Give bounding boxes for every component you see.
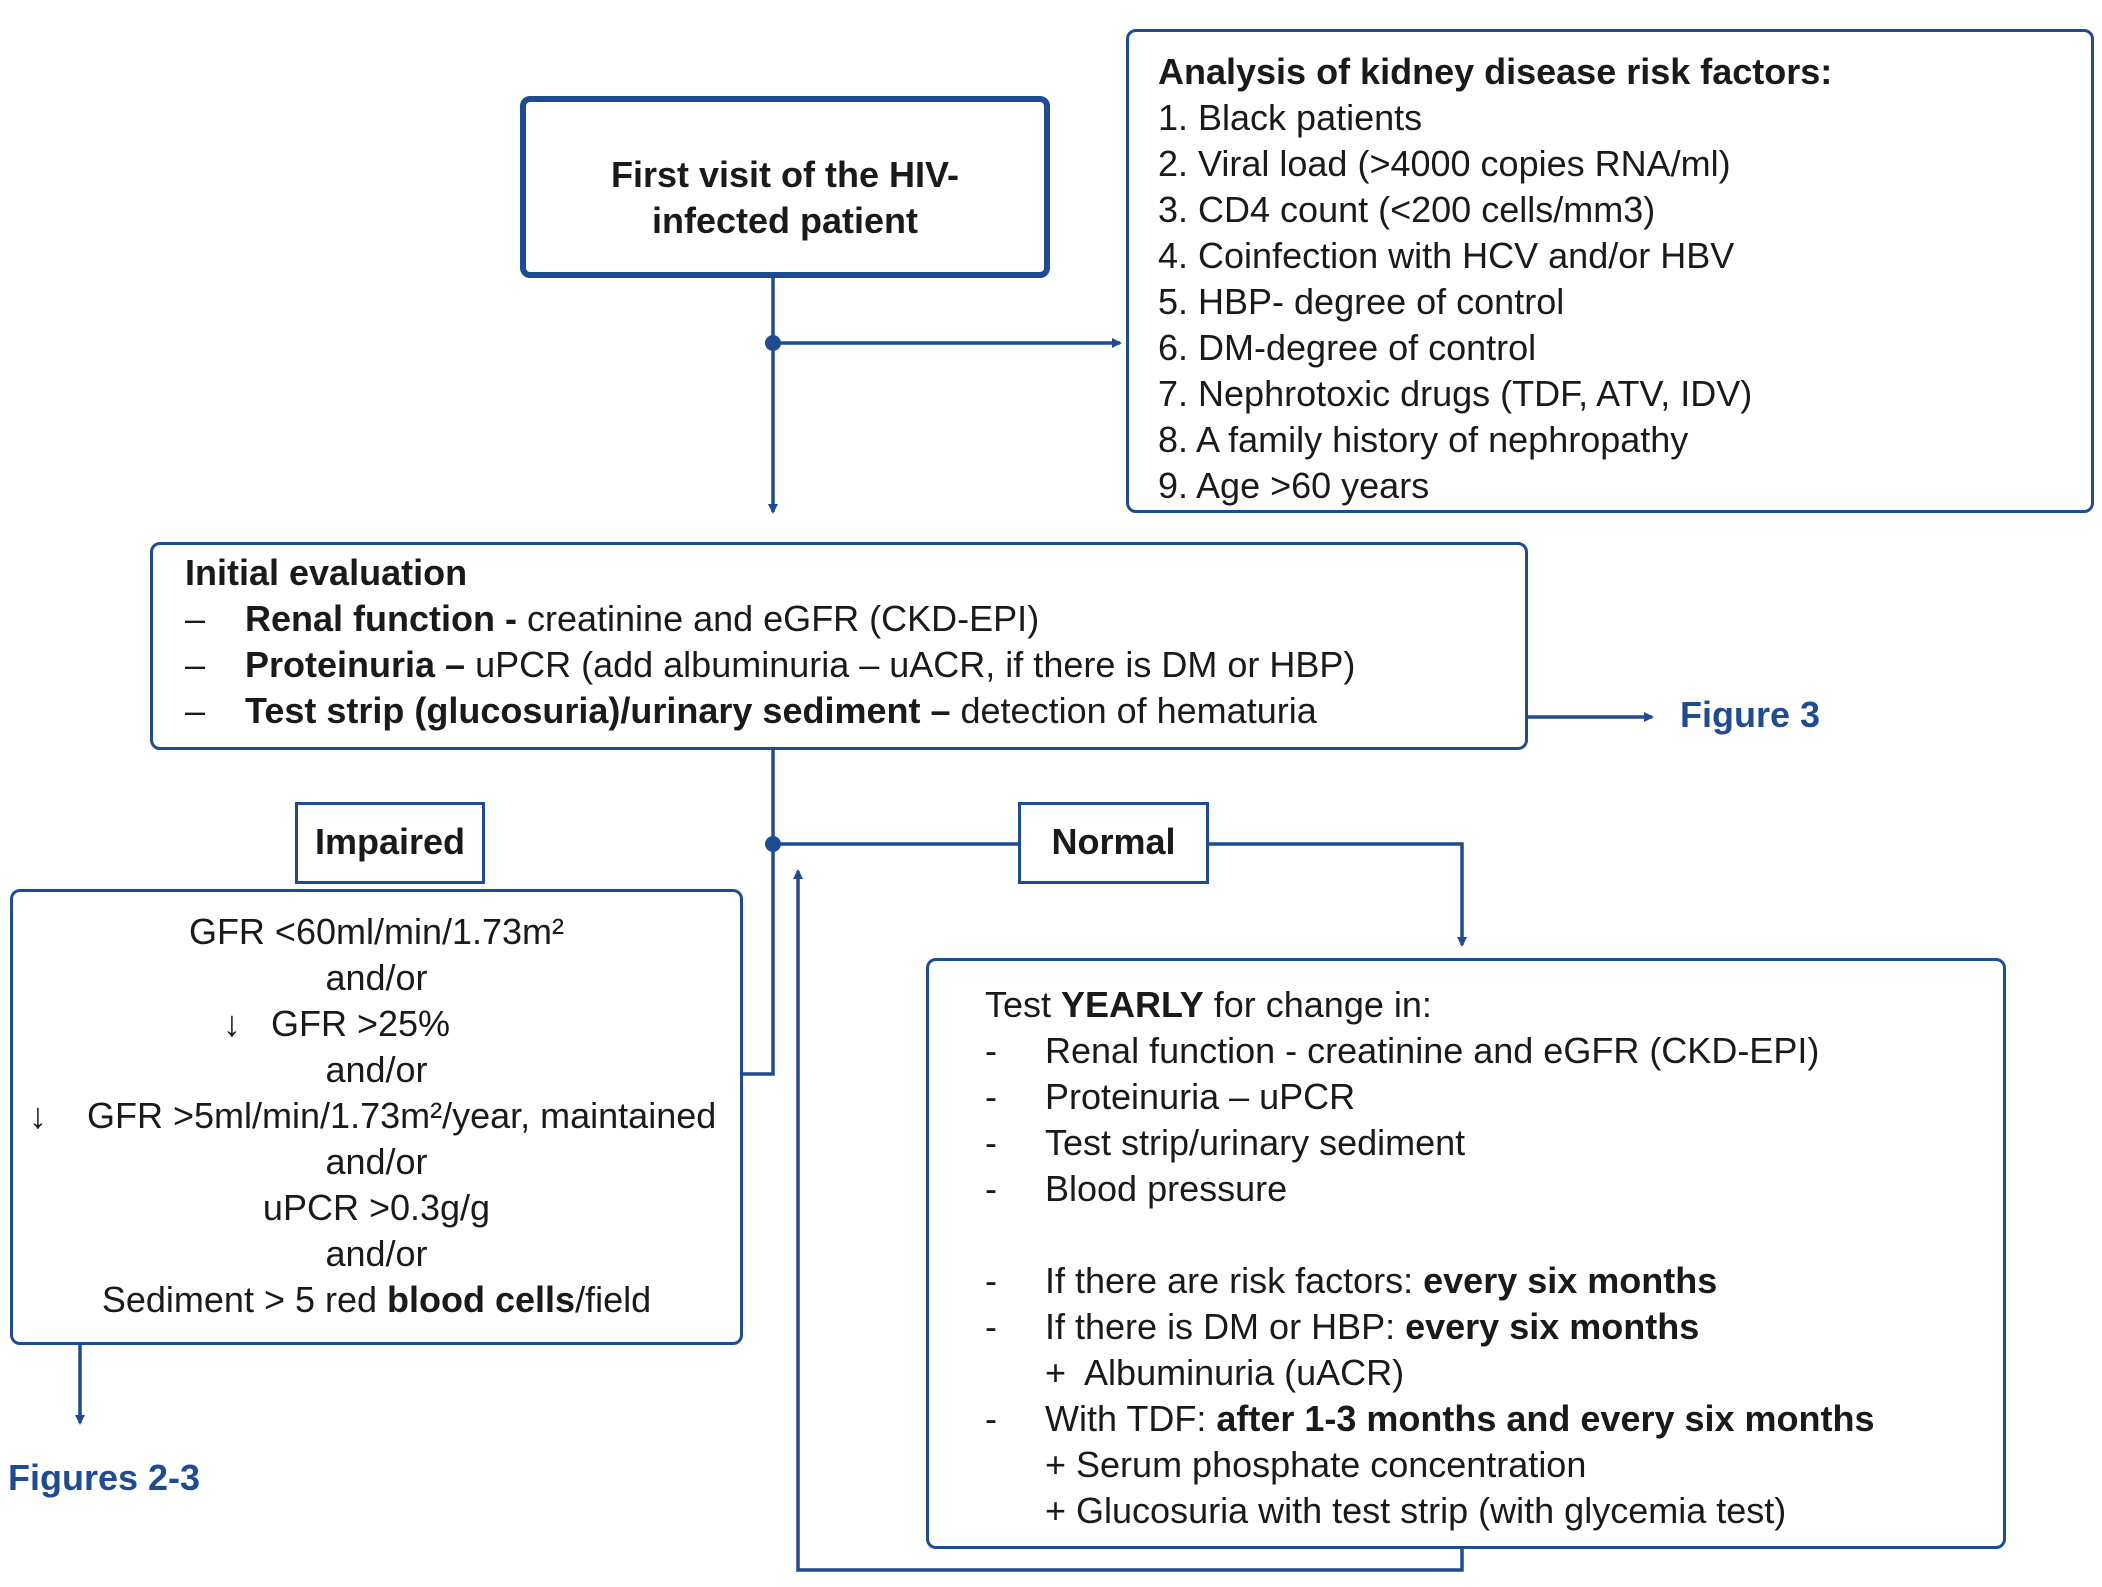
dash-marker: -: [985, 1260, 997, 1301]
phosphate-line: + Serum phosphate concentration: [1045, 1444, 1587, 1485]
risk-item: 1. Black patients: [1158, 97, 1423, 138]
impaired-gfr-year-line: ↓ GFR >5ml/min/1.73m²/year, maintained: [29, 1095, 717, 1136]
branch-dot-middle: [765, 836, 781, 852]
risk-item: 2. Viral load (>4000 copies RNA/ml): [1158, 143, 1731, 184]
dash-marker: –: [185, 690, 206, 731]
yearly-heading-post: for change in:: [1203, 984, 1432, 1025]
and-or-text: and/or: [325, 1141, 428, 1182]
impaired-branch-line: [738, 844, 775, 1076]
dash-marker: –: [185, 598, 206, 639]
loop-back-arrow: [793, 869, 1464, 1572]
yearly-item-text: Blood pressure: [1045, 1168, 1288, 1209]
risk-item: 7. Nephrotoxic drugs (TDF, ATV, IDV): [1158, 373, 1753, 414]
yearly-item: - Blood pressure: [985, 1166, 2003, 1212]
yearly-heading-pre: Test: [985, 984, 1062, 1025]
to-yearly-arrow: [1209, 842, 1467, 947]
yearly-item-text: Renal function - creatinine and eGFR (CK…: [1045, 1030, 1820, 1071]
and-or-text: and/or: [325, 1049, 428, 1090]
initial-row-bold: Renal function -: [245, 598, 517, 639]
yearly-item: - Test strip/urinary sediment: [985, 1120, 2003, 1166]
albuminuria-line: + Albuminuria (uACR): [1045, 1352, 1405, 1393]
impaired-label-box: Impaired: [295, 802, 485, 884]
impaired-label: Impaired: [314, 821, 466, 862]
start-box: First visit of the HIV- infected patient: [520, 96, 1050, 278]
initial-row-bold: Test strip (glucosuria)/urinary sediment…: [245, 690, 951, 731]
dash-marker: -: [985, 1398, 997, 1439]
risk-item: 6. DM-degree of control: [1158, 327, 1537, 368]
dash-marker: -: [985, 1168, 997, 1209]
glucosuria-line: + Glucosuria with test strip (with glyce…: [1045, 1490, 1787, 1531]
risk-frequency-line: - If there are risk factors: every six mo…: [985, 1258, 2003, 1304]
start-line-2: infected patient: [651, 200, 919, 241]
tdf-line: - With TDF: after 1-3 months and every si…: [985, 1396, 2003, 1442]
impaired-gfr-line: GFR <60ml/min/1.73m²: [188, 911, 565, 952]
dash-marker: -: [985, 1030, 997, 1071]
initial-row: –Test strip (glucosuria)/urinary sedimen…: [185, 688, 1525, 734]
sediment-bold: blood cells: [387, 1279, 576, 1320]
figures-2-3-link[interactable]: Figures 2-3: [8, 1457, 201, 1498]
risk-frequency-bold: every six months: [1423, 1260, 1718, 1301]
risk-item: 8. A family history of nephropathy: [1158, 419, 1689, 460]
risk-item: 4. Coinfection with HCV and/or HBV: [1158, 235, 1735, 276]
and-or-text: and/or: [325, 1233, 428, 1274]
risk-item: 5. HBP- degree of control: [1158, 281, 1565, 322]
impaired-criteria-box: GFR <60ml/min/1.73m² and/or ↓ GFR >25% a…: [10, 889, 743, 1345]
risk-title: Analysis of kidney disease risk factors:: [1158, 51, 1833, 92]
start-text: First visit of the HIV- infected patient: [526, 152, 1044, 244]
yearly-heading-bold: YEARLY: [1061, 984, 1204, 1025]
initial-evaluation-box: Initial evaluation –Renal function - cre…: [150, 542, 1528, 750]
impaired-upcr-line: uPCR >0.3g/g: [262, 1187, 491, 1228]
initial-title: Initial evaluation: [185, 552, 468, 593]
risk-factors-box: Analysis of kidney disease risk factors:…: [1126, 29, 2094, 513]
dash-marker: –: [185, 644, 206, 685]
yearly-item: - Renal function - creatinine and eGFR (C…: [985, 1028, 2003, 1074]
initial-row-rest: detection of hematuria: [950, 690, 1317, 731]
dash-marker: -: [985, 1306, 997, 1347]
spacer: [985, 1212, 2003, 1258]
risk-frequency-text: If there are risk factors:: [1045, 1260, 1424, 1301]
tdf-bold: after 1-3 months and every six months: [1216, 1398, 1875, 1439]
start-line-1: First visit of the HIV-: [610, 154, 960, 195]
tdf-text: With TDF:: [1045, 1398, 1217, 1439]
branch-dot-top: [765, 335, 781, 351]
and-or-text: and/or: [325, 957, 428, 998]
yearly-item-text: Test strip/urinary sediment: [1045, 1122, 1466, 1163]
yearly-testing-box: Test YEARLY for change in: - Renal functi…: [926, 958, 2006, 1549]
dm-frequency-text: If there is DM or HBP:: [1045, 1306, 1406, 1347]
sediment-text: Sediment > 5 red: [101, 1279, 388, 1320]
yearly-item-text: Proteinuria – uPCR: [1045, 1076, 1356, 1117]
risk-item: 3. CD4 count (<200 cells/mm3): [1158, 189, 1656, 230]
initial-row-rest: creatinine and eGFR (CKD-EPI): [517, 598, 1040, 639]
yearly-item: - Proteinuria – uPCR: [985, 1074, 2003, 1120]
initial-row: –Renal function - creatinine and eGFR (C…: [185, 596, 1525, 642]
dm-frequency-line: - If there is DM or HBP: every six months: [985, 1304, 2003, 1350]
initial-row-bold: Proteinuria –: [245, 644, 466, 685]
risk-item: 9. Age >60 years: [1158, 465, 1430, 506]
initial-row: –Proteinuria – uPCR (add albuminuria – u…: [185, 642, 1525, 688]
yearly-heading: Test YEARLY for change in:: [985, 982, 2003, 1028]
normal-label-box: Normal: [1018, 802, 1209, 884]
normal-label: Normal: [1051, 821, 1176, 862]
dash-marker: -: [985, 1122, 997, 1163]
impaired-sediment-line: Sediment > 5 red blood cells/field: [13, 1277, 740, 1323]
dash-marker: -: [985, 1076, 997, 1117]
sediment-suffix: /field: [575, 1279, 652, 1320]
impaired-gfr-drop-line: ↓ GFR >25%: [222, 1003, 451, 1044]
initial-row-rest: uPCR (add albuminuria – uACR, if there i…: [465, 644, 1356, 685]
figure-3-link[interactable]: Figure 3: [1680, 694, 1821, 735]
dm-frequency-bold: every six months: [1405, 1306, 1700, 1347]
